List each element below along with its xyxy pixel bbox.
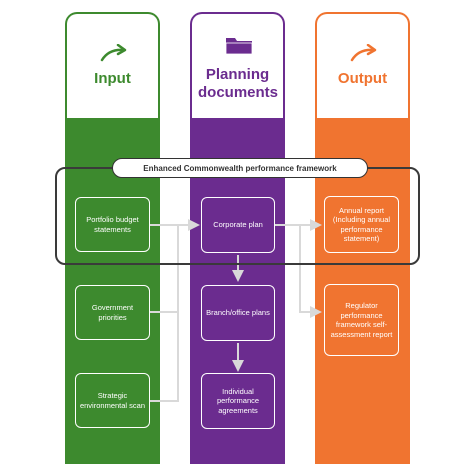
input-title: Input <box>94 70 131 87</box>
connector-scan-to-corporate <box>150 312 179 402</box>
connector-corporate-to-regulator <box>275 224 322 318</box>
government-priorities-box: Government priorities <box>75 285 150 340</box>
output-title: Output <box>337 70 388 87</box>
branch-plans-box: Branch/office plans <box>201 285 275 341</box>
strategic-scan-box: Strategic environmental scan <box>75 373 150 428</box>
individual-agreements-box: Individual performance agreements <box>201 373 275 429</box>
corporate-plan-box: Corporate plan <box>201 197 275 253</box>
annual-report-box: Annual report (Including annual performa… <box>324 196 399 253</box>
planning-header: Planning documents <box>190 12 285 118</box>
output-header: Output <box>315 12 410 118</box>
arrow-icon <box>100 44 127 62</box>
portfolio-budget-box: Portfolio budget statements <box>75 197 150 252</box>
framework-banner: Enhanced Commonwealth performance framew… <box>112 158 368 178</box>
input-header: Input <box>65 12 160 118</box>
folder-icon <box>225 38 253 55</box>
regulator-report-box: Regulator performance framework self-ass… <box>324 284 399 356</box>
arrow-icon <box>350 44 377 62</box>
planning-title: Planning documents <box>198 66 279 101</box>
